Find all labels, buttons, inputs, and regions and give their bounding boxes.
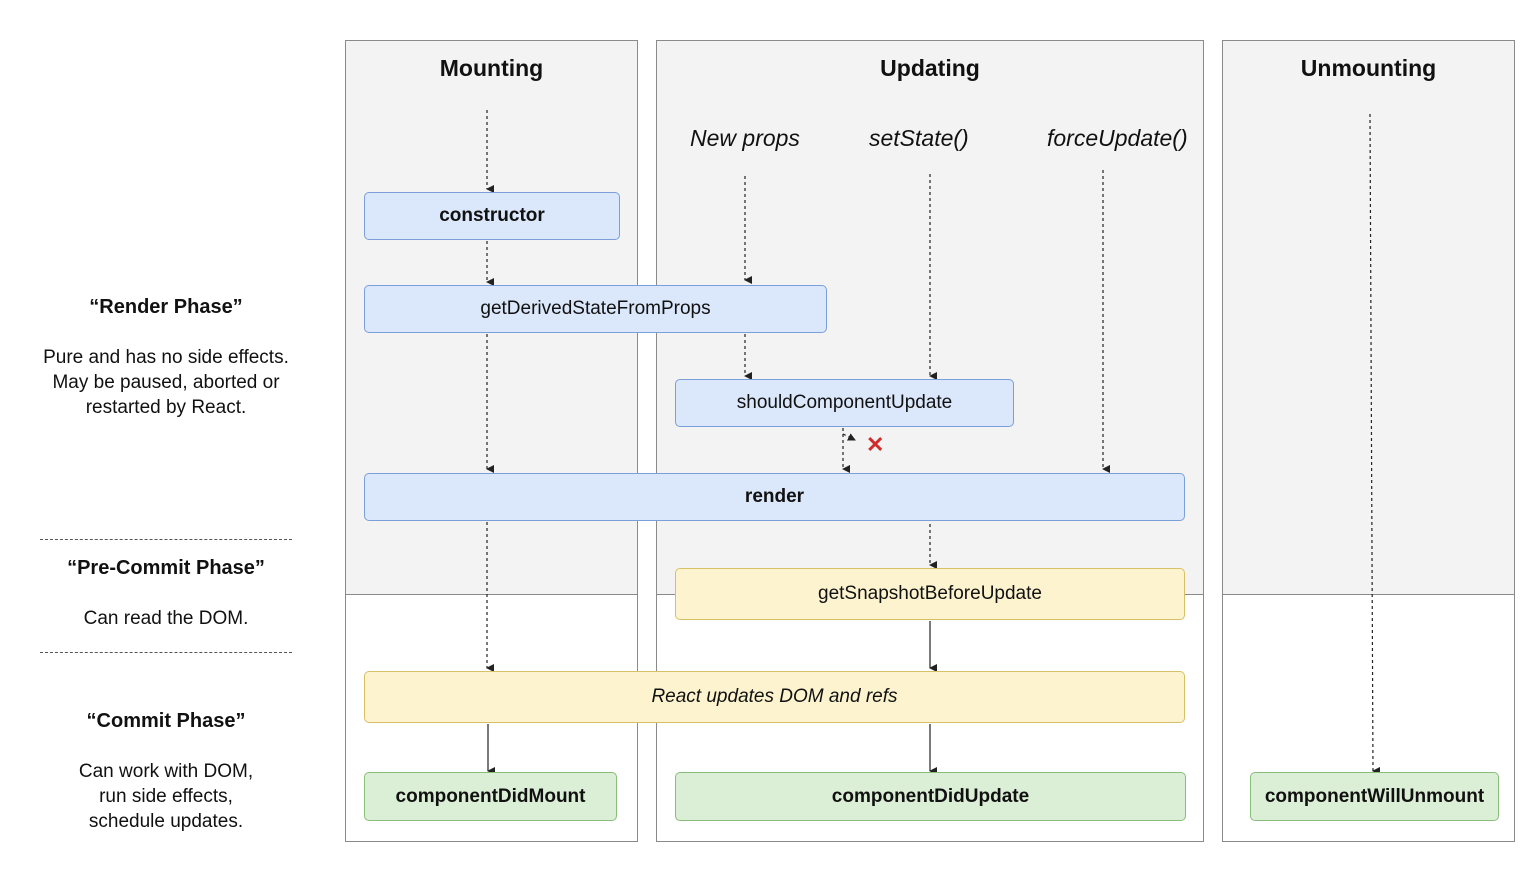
trigger-new-props: New props	[690, 125, 800, 151]
react-updates-dom-node: React updates DOM and refs	[364, 671, 1185, 723]
render-phase-description: Pure and has no side effects. May be pau…	[20, 345, 312, 420]
component-did-mount-node: componentDidMount	[364, 772, 617, 821]
commit-phase-desc-line: Can work with DOM,	[78, 761, 254, 782]
updating-title: Updating	[880, 55, 980, 81]
render-node: render	[364, 473, 1185, 521]
get-derived-state-from-props-node: getDerivedStateFromProps	[364, 285, 827, 333]
unmounting-title: Unmounting	[1300, 55, 1437, 81]
render-phase-title: “Render Phase”	[89, 296, 243, 318]
pre-commit-phase-desc-line: Can read the DOM.	[83, 608, 249, 629]
phase-separator	[40, 539, 292, 540]
arrow-unmount-to-will-unmount	[1369, 113, 1381, 775]
render-phase-desc-line: Pure and has no side effects.	[43, 347, 289, 368]
component-will-unmount-node: componentWillUnmount	[1250, 772, 1499, 821]
commit-phase-desc-line: run side effects,	[99, 786, 233, 807]
commit-phase-description: Can work with DOM, run side effects, sch…	[20, 759, 312, 834]
render-phase-desc-line: May be paused, aborted or	[52, 372, 280, 393]
cancel-icon: ✕	[866, 432, 885, 457]
phase-separator	[40, 652, 292, 653]
should-component-update-node: shouldComponentUpdate	[675, 379, 1014, 427]
commit-phase-title: “Commit Phase”	[86, 710, 246, 732]
pre-commit-phase-description: Can read the DOM.	[20, 606, 312, 631]
trigger-force-update: forceUpdate()	[1047, 125, 1188, 151]
component-did-update-node: componentDidUpdate	[675, 772, 1186, 821]
trigger-set-state: setState()	[869, 125, 969, 151]
pre-commit-phase-title: “Pre-Commit Phase”	[67, 557, 265, 579]
unmounting-render-region	[1223, 41, 1514, 596]
arrow-scu-false	[842, 433, 856, 441]
constructor-node: constructor	[364, 192, 620, 240]
mounting-title: Mounting	[439, 55, 544, 81]
render-phase-desc-line: restarted by React.	[85, 397, 247, 418]
commit-phase-desc-line: schedule updates.	[88, 811, 244, 832]
get-snapshot-before-update-node: getSnapshotBeforeUpdate	[675, 568, 1185, 620]
